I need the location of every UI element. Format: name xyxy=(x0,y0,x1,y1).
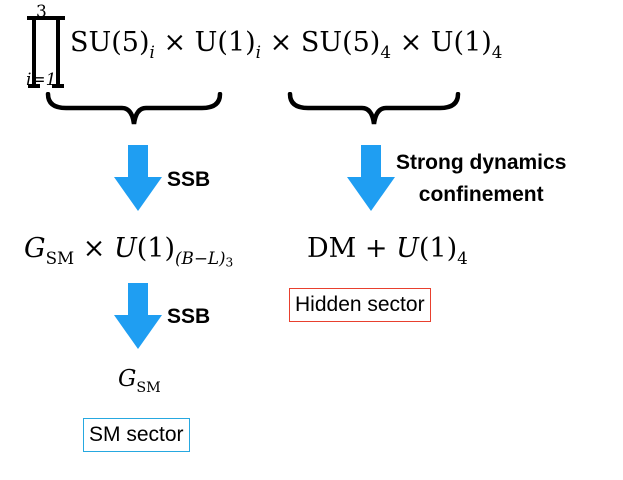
sm-sector-box: SM sector xyxy=(83,418,190,452)
g-symbol: G xyxy=(24,233,46,264)
dm-plus-u1-formula: DM + U(1)4 xyxy=(307,233,468,268)
u-symbol: U xyxy=(396,233,419,264)
u1-i: U(1) xyxy=(194,27,256,58)
g-sub: SM xyxy=(136,379,161,396)
hidden-sector-box: Hidden sector xyxy=(289,288,431,322)
su5-i: SU(5) xyxy=(70,27,150,58)
g-sub: SM xyxy=(45,248,75,269)
su5-4: SU(5) xyxy=(300,27,381,58)
u-rest: (1) xyxy=(418,233,458,264)
dm-text: DM xyxy=(307,233,357,264)
down-arrow-icon xyxy=(114,283,162,349)
product-symbol xyxy=(27,16,65,88)
sm-times-u1-formula: GSM × U(1)(B−L)3 xyxy=(24,233,233,270)
product-lower-limit: i=1 xyxy=(26,70,57,90)
brace-left xyxy=(45,92,223,125)
strong-dynamics-line-1: Strong dynamics xyxy=(396,151,567,174)
u-symbol: U xyxy=(113,233,137,264)
ssb-label: SSB xyxy=(167,305,211,328)
down-arrow-icon xyxy=(347,145,395,211)
u-sub-tail: 3 xyxy=(225,255,234,270)
su5-4-sub: 4 xyxy=(380,42,391,63)
u-rest: (1) xyxy=(136,233,175,264)
ssb-label: SSB xyxy=(167,168,211,191)
strong-dynamics-label: Strong dynamics confinement xyxy=(396,147,566,211)
times-1: × xyxy=(154,27,195,58)
plus: + xyxy=(356,233,397,264)
times: × xyxy=(74,233,114,264)
su5-i-sub: i xyxy=(149,42,155,63)
u1-i-sub: i xyxy=(255,42,262,63)
u-sub: 4 xyxy=(457,248,468,269)
g-symbol: G xyxy=(118,366,137,392)
gsm-formula: GSM xyxy=(118,366,161,396)
brace-right xyxy=(287,92,461,125)
strong-dynamics-line-2: confinement xyxy=(418,183,544,206)
times-3: × xyxy=(390,27,431,58)
u-sub: (B−L) xyxy=(175,248,226,269)
product-upper-limit: 3 xyxy=(36,2,47,22)
down-arrow-icon xyxy=(114,145,162,211)
times-2: × xyxy=(261,27,301,58)
u1-4-sub: 4 xyxy=(491,42,503,63)
u1-4: U(1) xyxy=(430,27,492,58)
top-group-formula: SU(5)i × U(1)i × SU(5)4 × U(1)4 xyxy=(70,27,502,62)
